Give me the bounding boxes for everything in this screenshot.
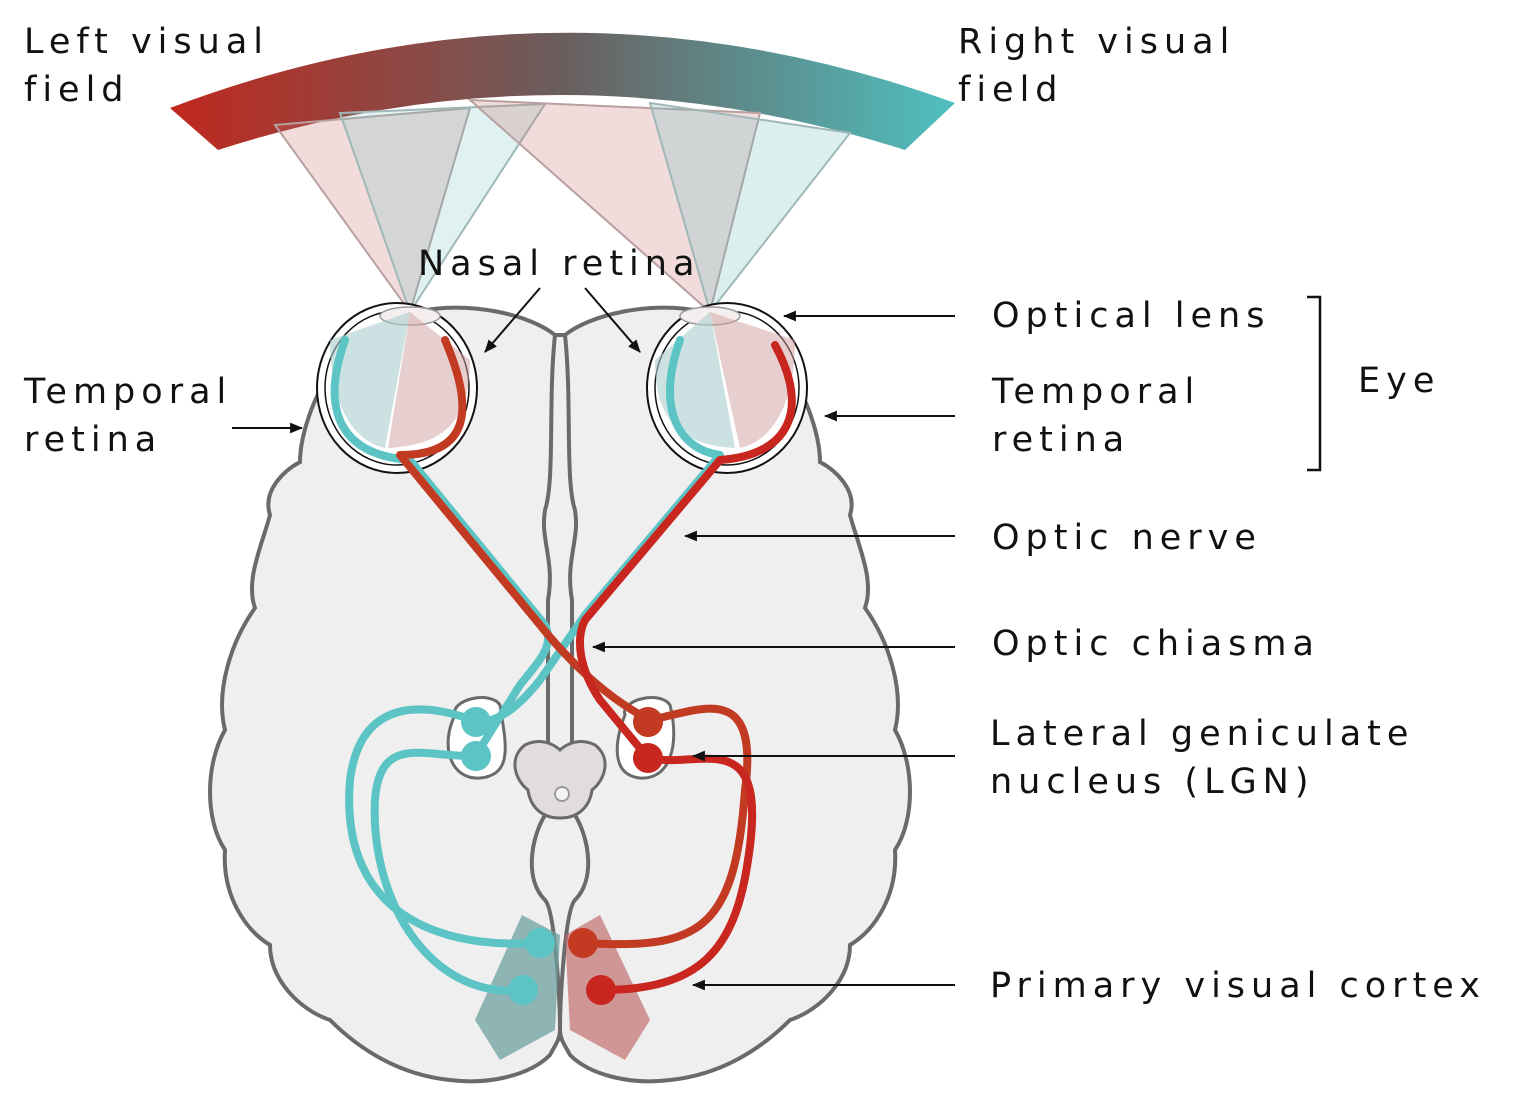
- temporal-retina-left-label-2: retina: [24, 420, 163, 460]
- right-visual-field-label-2: field: [958, 70, 1064, 110]
- visual-pathways: [330, 336, 796, 995]
- arrow-nasal-left: [484, 287, 541, 353]
- lgn-label-2: nucleus (LGN): [990, 762, 1315, 802]
- cortex-right-node-1: [568, 928, 598, 958]
- arrow-nasal-right: [584, 287, 641, 353]
- right-eye: [646, 302, 808, 474]
- midline-fissure: [529, 334, 591, 1031]
- left-eye: [316, 302, 478, 474]
- primary-visual-cortex-label: Primary visual cortex: [990, 966, 1486, 1006]
- cone-left-teal: [338, 102, 547, 315]
- lgn-nodes: [461, 707, 663, 773]
- lgn-right-node-1: [633, 707, 663, 737]
- midbrain: [513, 740, 607, 820]
- temporal-retina-right-label-2: retina: [992, 420, 1131, 460]
- eye-bracket: [1307, 295, 1322, 472]
- left-visual-field-label-1: Left visual: [24, 22, 269, 62]
- optical-lens-label: Optical lens: [992, 296, 1271, 336]
- brain-outline: [208, 305, 912, 1084]
- pathway-left-nasal: [396, 336, 752, 949]
- temporal-retina-left-label-1: Temporal: [24, 372, 233, 412]
- lgn-right-node-2: [633, 743, 663, 773]
- lgn-left-node-2: [461, 741, 491, 771]
- cortex-left-node-1: [525, 928, 555, 958]
- cone-right-teal: [648, 101, 852, 315]
- pathway-left-temporal: [330, 336, 553, 995]
- right-visual-field-label-1: Right visual: [958, 22, 1236, 62]
- lgn-label-1: Lateral geniculate: [990, 714, 1415, 754]
- leader-arrows: [232, 287, 955, 991]
- left-visual-field-label-2: field: [24, 70, 130, 110]
- visual-field-arc: [170, 32, 955, 150]
- cortex-nodes: [508, 928, 616, 1005]
- nasal-retina-label: Nasal retina: [418, 244, 701, 284]
- cortex-left-node-2: [508, 975, 538, 1005]
- midbrain-dot: [554, 786, 570, 802]
- optic-chiasma-label: Optic chiasma: [992, 624, 1320, 664]
- pathway-right-temporal: [576, 341, 796, 994]
- temporal-retina-right-label-1: Temporal: [992, 372, 1201, 412]
- cone-right-red: [467, 98, 762, 314]
- optic-nerve-label: Optic nerve: [992, 518, 1262, 558]
- cortex-right-node-2: [586, 975, 616, 1005]
- projection-cones: [273, 98, 852, 315]
- lgn-left-node-1: [461, 707, 491, 737]
- eye-label: Eye: [1358, 361, 1441, 401]
- pathway-right-nasal: [345, 336, 724, 948]
- cone-left-red: [273, 106, 472, 315]
